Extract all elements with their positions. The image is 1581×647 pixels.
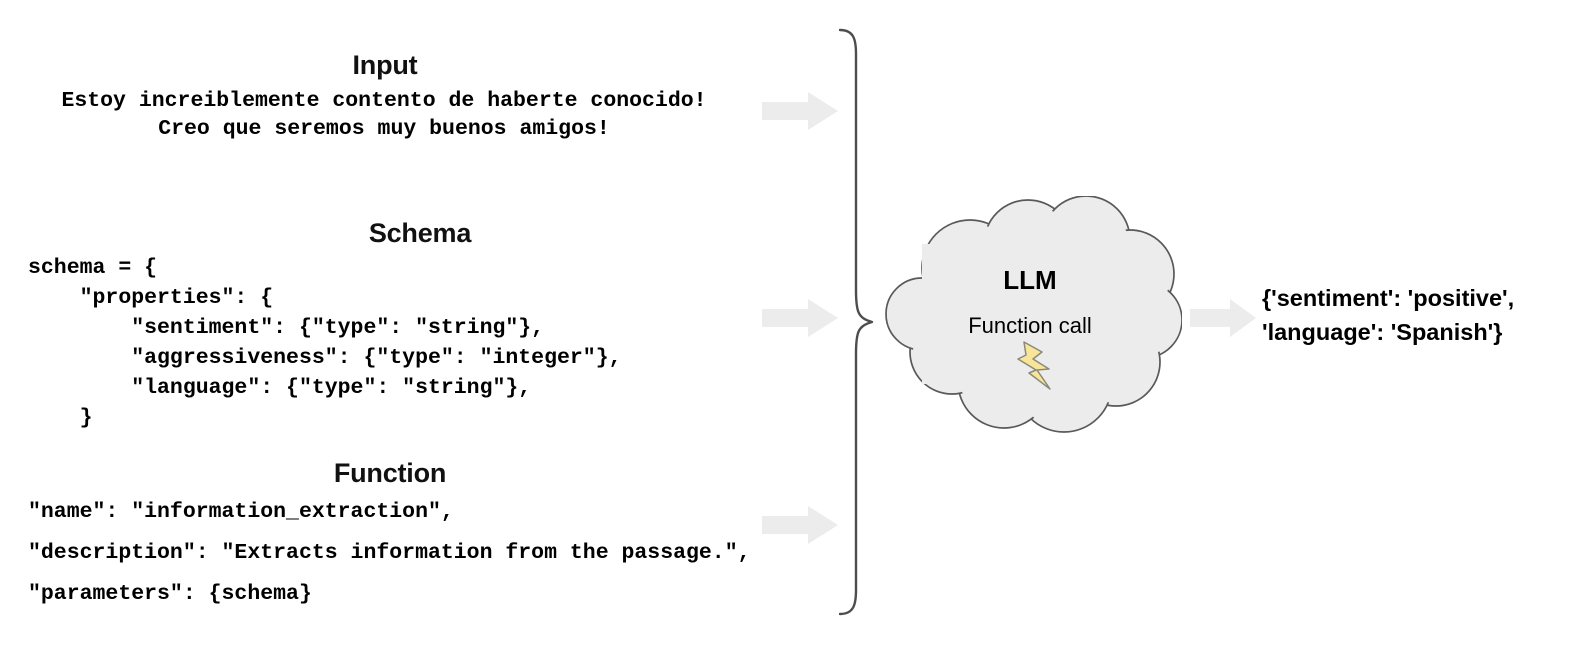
- schema-heading: Schema: [368, 218, 472, 248]
- input-text-line-2: Creo que seremos muy buenos amigos!: [158, 117, 610, 141]
- lightning-bolt-icon: [1004, 340, 1060, 401]
- llm-cloud: [878, 195, 1183, 443]
- input-heading: Input: [352, 50, 418, 80]
- llm-subtitle: Function call: [968, 313, 1092, 338]
- schema-arrow-icon: [762, 299, 838, 342]
- function-heading: Function: [333, 458, 447, 488]
- grouping-curly-brace-icon: [834, 22, 884, 627]
- input-arrow-icon: [762, 92, 838, 135]
- function-line-1: "name": "information_extraction",: [28, 500, 454, 524]
- function-line-2: "description": "Extracts information fro…: [28, 541, 751, 565]
- llm-title: LLM: [1003, 265, 1057, 295]
- function-arrow-icon: [762, 506, 838, 549]
- input-text-line-1: Estoy increiblemente contento de haberte…: [61, 89, 707, 113]
- output-arrow-icon: [1190, 299, 1256, 342]
- output-line-1: {'sentiment': 'positive',: [1262, 285, 1515, 311]
- schema-code-block: schema = { "properties": { "sentiment": …: [28, 256, 622, 430]
- output-line-2: 'language': 'Spanish'}: [1262, 319, 1503, 345]
- function-line-3: "parameters": {schema}: [28, 582, 312, 606]
